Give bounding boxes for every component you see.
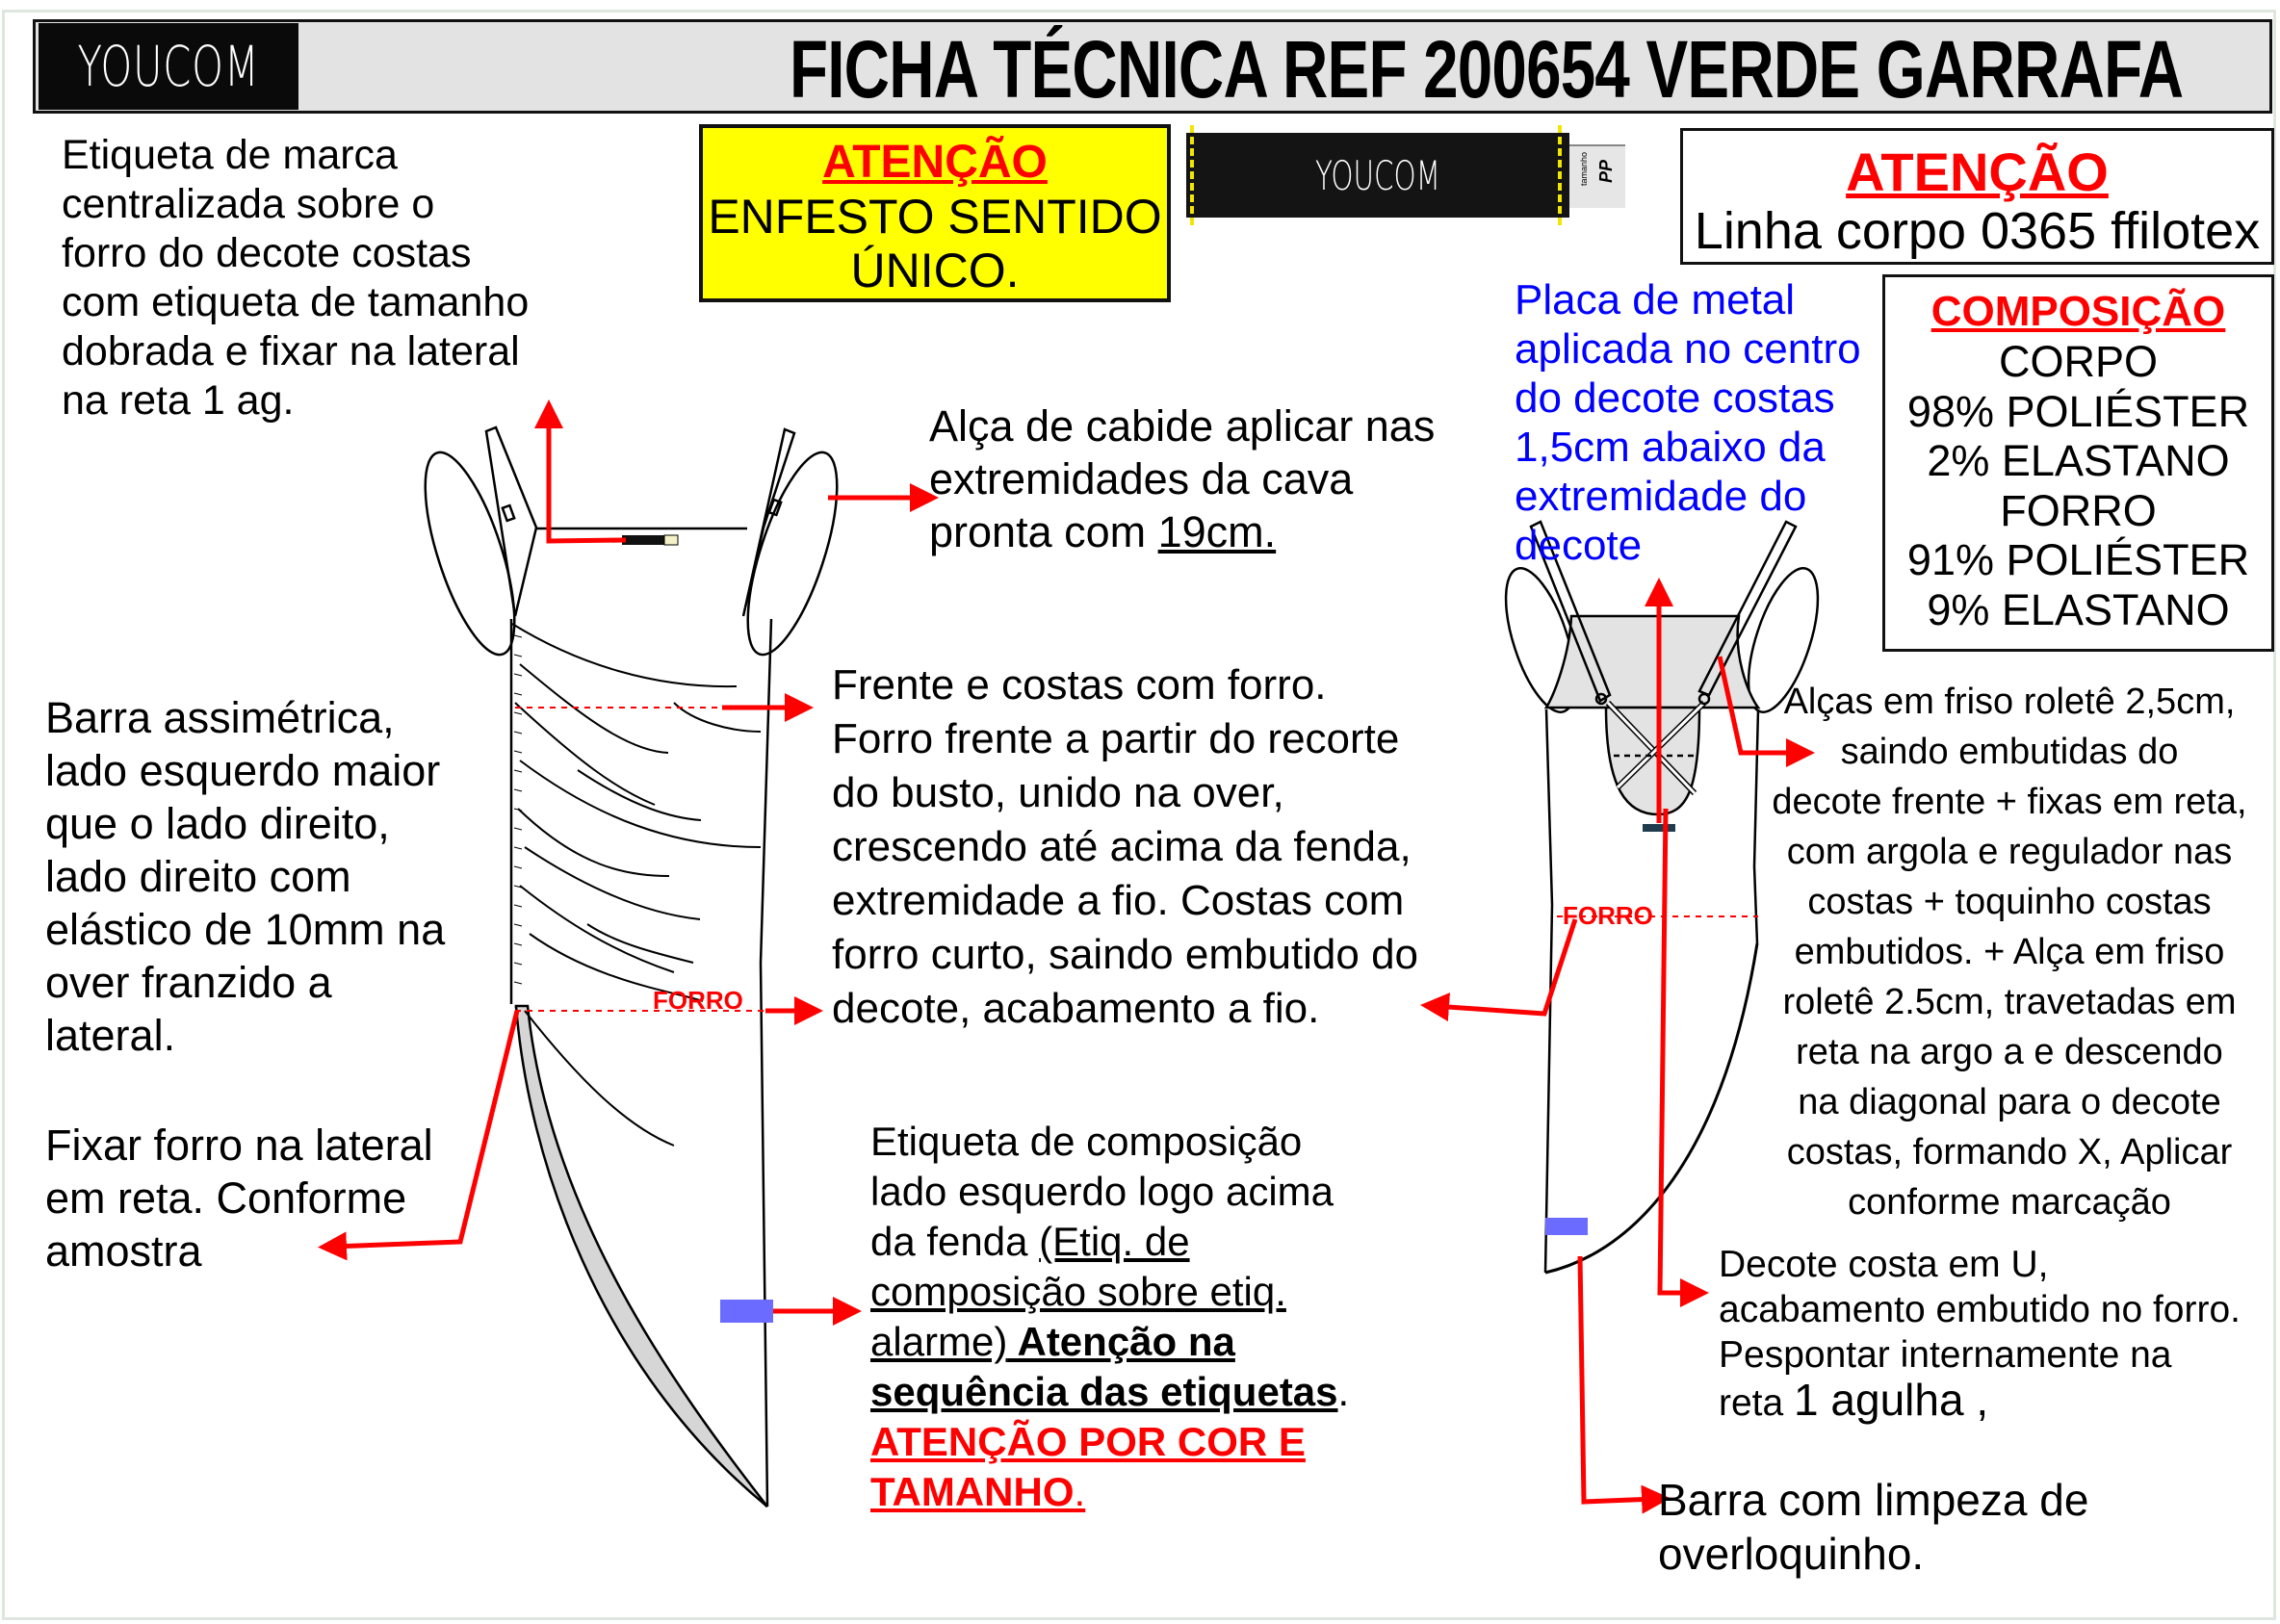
brand-label-illustration: YOUCOM	[1186, 125, 1569, 225]
back-hanger-loop-left	[1504, 567, 1577, 713]
cutting-notice-line2: ÚNICO.	[850, 244, 1020, 297]
note-hanger-loop-measure: 19cm.	[1157, 507, 1277, 556]
front-hem-ruffle	[514, 1004, 768, 1508]
back-hanger-loop-right	[1747, 567, 1820, 713]
cutting-notice-line1: ENFESTO SENTIDO	[708, 190, 1162, 244]
note-comp-label-part2: (Etiq. de composição sobre etiq. alarme)	[870, 1219, 1286, 1364]
note-hem: Barra assimétrica, lado esquerdo maior q…	[45, 693, 446, 1060]
front-view	[424, 425, 839, 1508]
composition-line: 2% ELASTANO	[1927, 436, 2230, 485]
note-fix-lining: Fixar forro na lateral em reta. Conforme…	[45, 1121, 433, 1276]
front-hem	[514, 1005, 769, 1508]
note-metal-plate: Placa de metal aplicada no centro do dec…	[1515, 275, 1885, 570]
note-lining: Frente e costas com forro. Forro frente …	[832, 661, 1419, 1032]
composition-line: 9% ELASTANO	[1927, 584, 2230, 634]
note-hanger-loop-text: Alça de cabide aplicar nas extremidades …	[929, 401, 1436, 556]
composition-heading: COMPOSIÇÃO	[1930, 288, 2226, 335]
front-size-label-mark	[663, 534, 679, 546]
arrow-fix-lining	[318, 1010, 520, 1261]
composition-line: 91% POLIÉSTER	[1906, 535, 2250, 584]
back-upper-panel	[1543, 614, 1761, 709]
back-comp-label-mark	[1545, 1218, 1588, 1235]
front-drape-lines	[511, 623, 762, 1147]
page-frame	[2, 10, 2276, 1620]
header-bar	[33, 19, 2272, 114]
arrow-straps	[1717, 656, 1815, 767]
composition-line: CORPO	[1998, 337, 2158, 386]
front-strap-right	[741, 427, 796, 617]
composition-line: FORRO	[2000, 485, 2157, 535]
back-strap-cross-a-inner	[1606, 701, 1697, 795]
note-metal-plate-text: Placa de metal aplicada no centro do dec…	[1515, 276, 1861, 569]
front-hanger-loop-left	[424, 451, 516, 657]
composition-box: COMPOSIÇÃO CORPO 98% POLIÉSTER 2% ELASTA…	[1882, 274, 2274, 652]
note-comp-label: Etiqueta de composição lado esquerdo log…	[870, 1117, 1349, 1517]
annotation-arrows	[318, 400, 1815, 1514]
note-comp-label-part3: Atenção na sequência das etiquetas	[870, 1319, 1338, 1414]
back-side-left	[1543, 709, 1554, 1274]
back-strap-right	[1697, 520, 1798, 697]
front-adjuster-right	[767, 498, 783, 517]
front-side-right	[759, 618, 773, 1508]
front-strap-left	[484, 425, 538, 617]
note-back-neck: Decote costa em U, acabamento embutido n…	[1719, 1242, 2241, 1426]
arrow-back-lining	[1420, 918, 1578, 1022]
back-side-right	[1752, 709, 1760, 944]
note-comp-label-part4: .	[1337, 1369, 1350, 1414]
note-back-neck-needle: 1 agulha ,	[1794, 1375, 1989, 1425]
arrow-back-neck	[1657, 808, 1709, 1307]
front-lining-label: FORRO	[653, 986, 743, 1015]
front-gather-marks	[513, 634, 523, 985]
note-back-neck-text: Decote costa em U, acabamento embutido n…	[1719, 1244, 2241, 1424]
front-hanger-loop-right	[746, 451, 839, 657]
thread-notice-body: Linha corpo 0365 ffilotex	[1694, 202, 2261, 260]
note-comp-label-warning-end: .	[1074, 1469, 1086, 1514]
front-comp-label-mark	[720, 1300, 773, 1323]
composition-line: 98% POLIÉSTER	[1906, 386, 2250, 436]
thread-notice: ATENÇÃO Linha corpo 0365 ffilotex	[1680, 128, 2274, 265]
note-hem-finish: Barra com limpeza de overloquinho.	[1658, 1475, 2089, 1579]
brand-label-text: YOUCOM	[1314, 152, 1441, 199]
back-ring-right	[1697, 692, 1711, 706]
back-view	[1504, 520, 1820, 1275]
note-comp-label-part1: Etiqueta de composição lado esquerdo log…	[870, 1119, 1334, 1264]
front-adjuster-left	[501, 503, 516, 523]
note-hanger-loop: Alça de cabide aplicar nas extremidades …	[929, 400, 1435, 558]
brand-logo: YOUCOM	[39, 23, 298, 110]
thread-notice-heading: ATENÇÃO	[1846, 142, 2109, 202]
note-comp-label-warning: ATENÇÃO POR COR E TAMANHO	[870, 1419, 1306, 1514]
stitch-line-right	[1558, 125, 1566, 225]
back-ring-left	[1594, 692, 1608, 706]
stitch-line-left	[1190, 125, 1198, 225]
arrow-hem-finish	[1577, 1255, 1671, 1514]
note-brand-label: Etiqueta de marca centralizada sobre o f…	[62, 132, 530, 424]
size-tag: tamanho PP	[1569, 144, 1625, 208]
back-lining-label: FORRO	[1563, 901, 1653, 930]
arrow-brand-label	[534, 400, 627, 544]
back-metal-plate	[1643, 824, 1675, 832]
cutting-notice-heading: ATENÇÃO	[822, 137, 1048, 188]
back-strap-left	[1529, 520, 1612, 703]
front-brand-label-mark	[622, 535, 678, 545]
cutting-notice: ATENÇÃO ENFESTO SENTIDO ÚNICO.	[699, 124, 1171, 302]
note-straps: Alças em friso roletê 2,5cm, saindo embu…	[1772, 682, 2247, 1223]
